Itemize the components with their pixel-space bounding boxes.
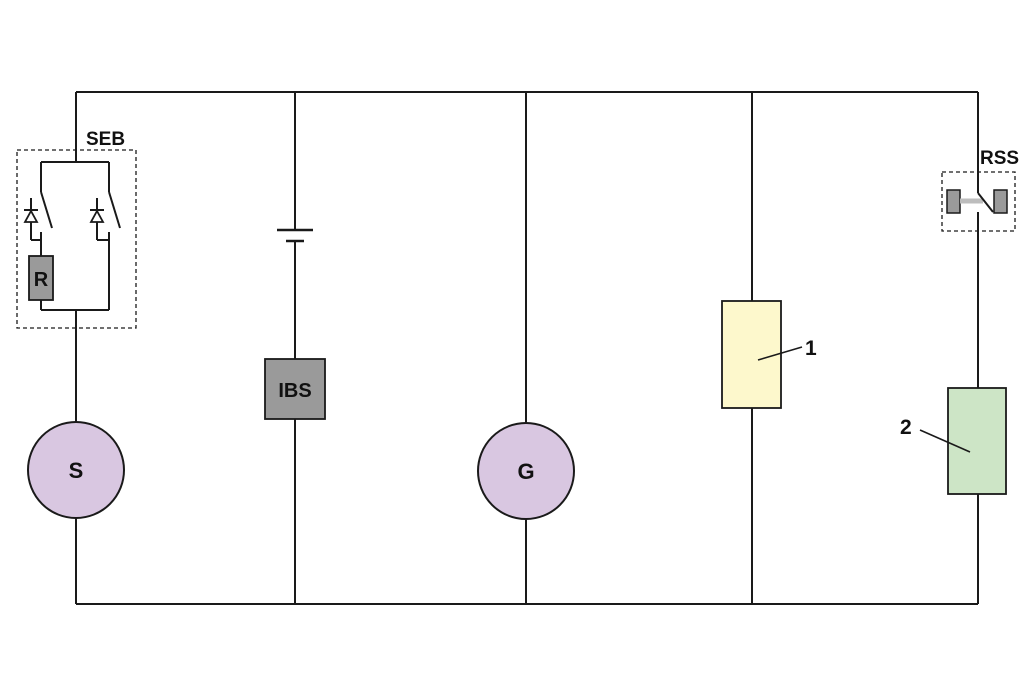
- seb-box: [16, 149, 137, 329]
- starter-branch: SEB R S: [16, 92, 137, 604]
- callout-1-leader: [757, 346, 803, 361]
- rss-label: RSS: [980, 148, 1019, 169]
- starter-motor-label: S: [69, 458, 84, 483]
- generator-branch: G: [477, 92, 575, 604]
- consumer-2-branch: RSS 2: [900, 92, 1019, 604]
- callout-2-label: 2: [900, 416, 912, 439]
- ibs-label: IBS: [278, 380, 311, 402]
- generator-label: G: [517, 459, 534, 484]
- consumer-2: [947, 387, 1007, 495]
- resistor-r-label: R: [34, 269, 49, 291]
- diode-right-icon: [89, 209, 105, 223]
- callout-2-leader: [919, 429, 971, 453]
- consumer-1-branch: 1: [721, 92, 817, 604]
- resistor-r: [28, 255, 54, 301]
- battery-branch: IBS: [264, 92, 326, 604]
- seb-label: SEB: [86, 129, 125, 150]
- consumer-1: [721, 300, 782, 409]
- callout-1-label: 1: [805, 337, 817, 360]
- diode-left-icon: [23, 209, 39, 223]
- battery-icon: [277, 228, 313, 243]
- ibs-sensor: [264, 358, 326, 420]
